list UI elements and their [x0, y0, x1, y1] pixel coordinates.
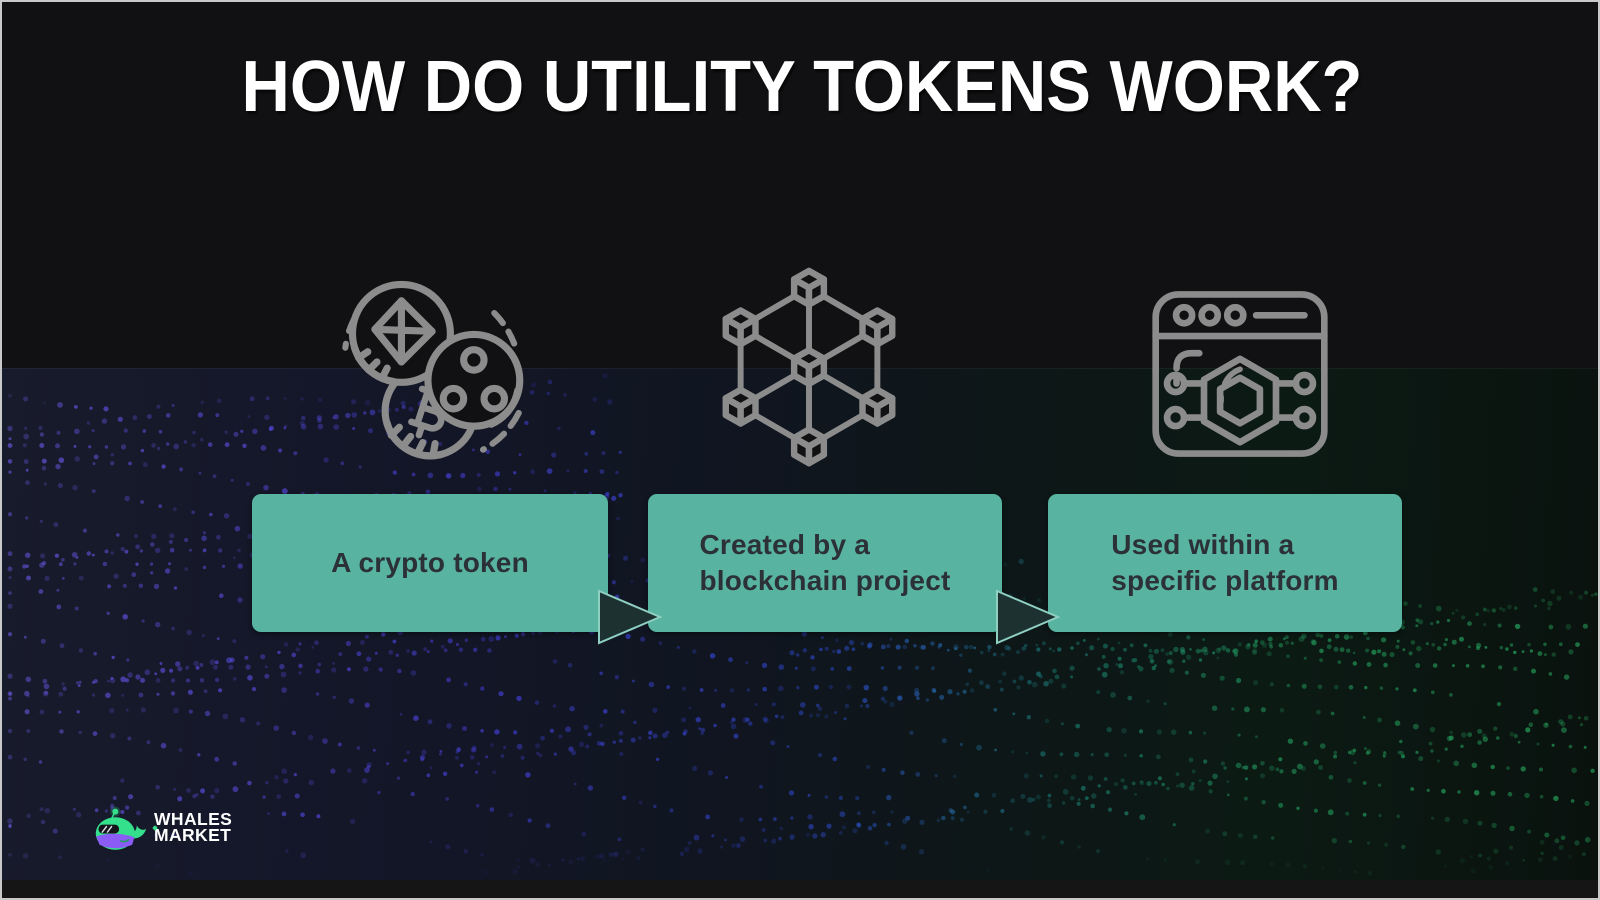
- logo-text: WHALES MARKET: [152, 809, 233, 845]
- blockchain-network-icon: [700, 260, 918, 478]
- logo-line-whales: WHALES: [154, 809, 233, 829]
- whales-market-logo: WHALES MARKET: [92, 802, 232, 852]
- background-bottom-strip: [2, 880, 1598, 898]
- page-title: HOW DO UTILITY TOKENS WORK?: [241, 47, 1363, 127]
- step-label: Created by a blockchain project: [699, 529, 951, 596]
- logo-line-market: MARKET: [154, 825, 232, 845]
- flow-arrow-icon: [994, 588, 1062, 651]
- whale-mascot-icon: [95, 806, 147, 850]
- step-label: Used within a specific platform: [1111, 529, 1339, 596]
- step-card-1: A crypto token: [252, 494, 608, 632]
- step-label: A crypto token: [331, 547, 529, 579]
- flow-arrow-icon: [596, 588, 664, 651]
- step-card-3: Used within a specific platform: [1048, 494, 1402, 632]
- crypto-coins-icon: [328, 262, 532, 466]
- step-card-2: Created by a blockchain project: [648, 494, 1002, 632]
- platform-browser-icon: [1150, 288, 1330, 460]
